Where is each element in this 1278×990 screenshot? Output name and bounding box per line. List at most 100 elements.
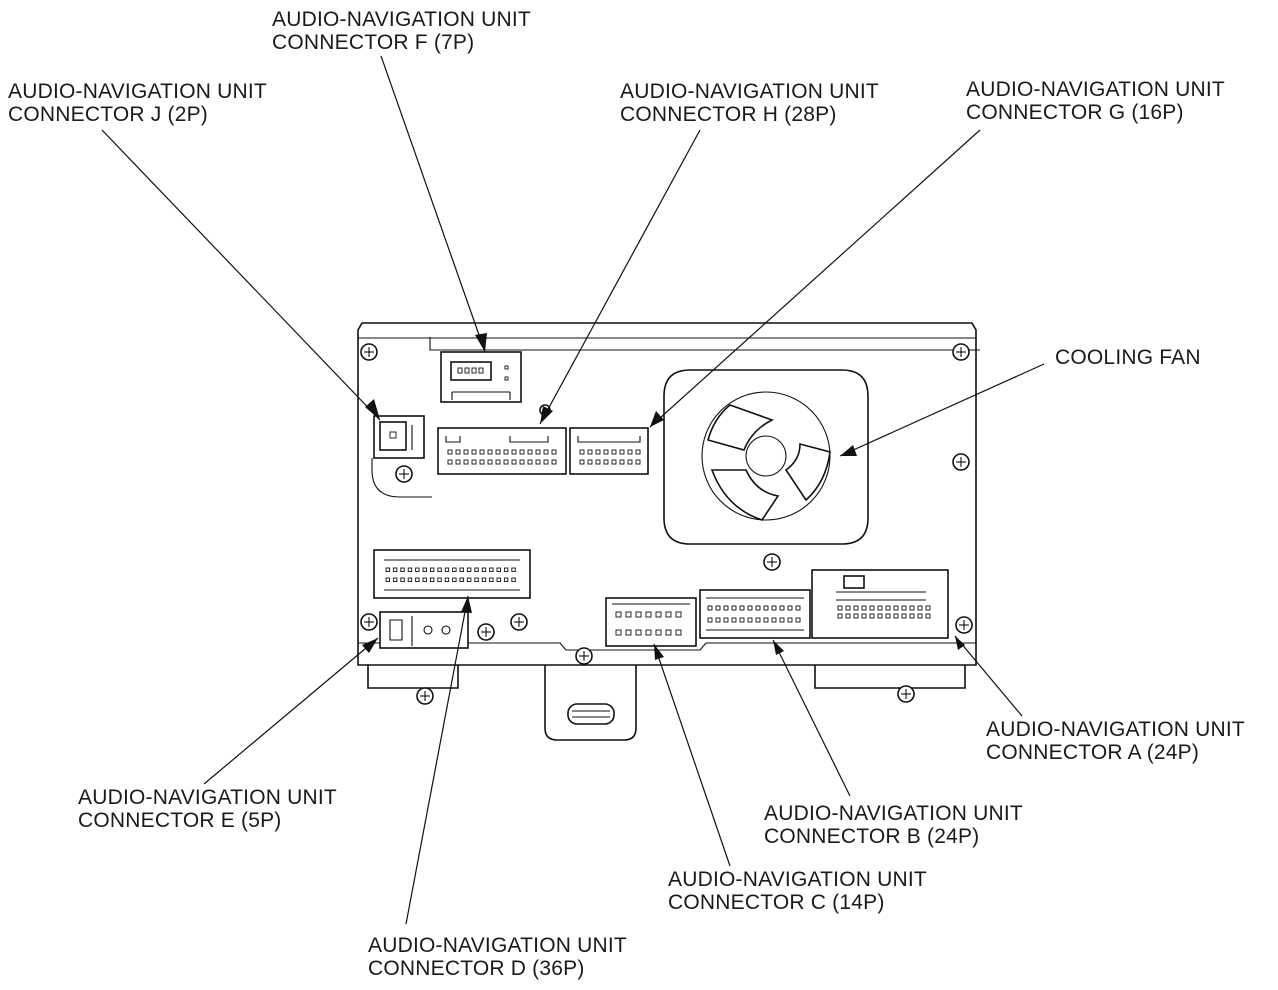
connector-pin: [885, 613, 891, 619]
connector-pin: [619, 449, 625, 455]
connector-pin: [463, 449, 469, 455]
screw-icon: [477, 623, 495, 641]
connector-pin: [422, 577, 427, 582]
label-connector-b-line2: CONNECTOR B (24P): [764, 825, 980, 848]
arrowhead-icon: [840, 445, 857, 456]
arrowhead-icon: [540, 406, 553, 424]
connector-pin: [543, 459, 549, 465]
connector-pin: [474, 567, 479, 572]
connector-pin: [495, 459, 501, 465]
connector-pin: [429, 567, 435, 572]
connector-pin: [496, 577, 501, 582]
connector-pin: [551, 459, 557, 465]
connector-pin: [466, 577, 472, 582]
connector-pin: [665, 611, 672, 618]
leader-line-b: [772, 639, 851, 797]
label-cooling-fan-text: COOLING FAN: [1055, 346, 1201, 369]
leader-line-j: [101, 129, 381, 421]
connector-pin: [845, 605, 851, 611]
leader-lines: [101, 55, 1045, 925]
label-connector-h-line2: CONNECTOR H (28P): [620, 103, 837, 126]
connector-pin: [845, 613, 851, 619]
connector-pin: [479, 449, 485, 455]
connector-pin: [625, 629, 632, 636]
connector-pin: [474, 577, 479, 582]
connector-a: [811, 569, 949, 639]
arrowhead-icon: [475, 333, 487, 352]
connector-e: [379, 611, 469, 649]
label-connector-h: AUDIO-NAVIGATION UNIT CONNECTOR H (28P): [620, 80, 879, 126]
connector-pin: [535, 449, 541, 455]
connector-pin: [837, 605, 843, 611]
connector-pin: [619, 459, 625, 465]
label-connector-a: AUDIO-NAVIGATION UNIT CONNECTOR A (24P): [986, 718, 1245, 764]
connector-pin: [459, 567, 464, 572]
connector-pin: [535, 459, 541, 465]
connector-pin: [893, 605, 899, 611]
label-connector-g-line1: AUDIO-NAVIGATION UNIT: [966, 78, 1225, 101]
connector-pin: [447, 449, 453, 455]
connector-pin: [459, 577, 464, 582]
connector-pin: [771, 605, 777, 611]
leader-line-cooling-fan: [839, 363, 1045, 457]
connector-pin: [487, 449, 493, 455]
connector-pin: [392, 577, 398, 582]
connector-b: [699, 589, 811, 639]
connector-pin: [763, 617, 769, 623]
connector-pin: [707, 617, 713, 623]
connector-pin: [731, 605, 737, 611]
label-connector-d: AUDIO-NAVIGATION UNIT CONNECTOR D (36P): [368, 934, 627, 980]
connector-pin: [511, 459, 517, 465]
leader-line-d: [405, 595, 469, 925]
connector-pin: [837, 613, 843, 619]
connector-pin: [511, 577, 516, 582]
connector-pin: [503, 459, 509, 465]
connector-pin: [795, 617, 801, 623]
connector-pin: [471, 449, 477, 455]
connector-pin: [853, 613, 859, 619]
connector-pin: [655, 611, 662, 618]
connector-pin: [595, 449, 601, 455]
connector-pin: [452, 567, 457, 572]
connector-pin: [771, 617, 777, 623]
connector-pin: [723, 605, 729, 611]
leader-line-e: [203, 637, 379, 785]
connector-f: [440, 351, 522, 403]
connector-pin: [635, 449, 641, 455]
arrowhead-icon: [461, 596, 472, 613]
arrowheads: [362, 333, 965, 660]
arrowhead-icon: [362, 638, 378, 653]
connector-pin: [779, 617, 785, 623]
label-connector-a-line1: AUDIO-NAVIGATION UNIT: [986, 718, 1245, 741]
arrowhead-icon: [955, 636, 965, 650]
connector-pin: [481, 567, 487, 572]
connector-pin: [615, 629, 622, 636]
connector-pin: [787, 605, 793, 611]
label-connector-b-line1: AUDIO-NAVIGATION UNIT: [764, 802, 1023, 825]
connector-pin: [795, 605, 801, 611]
connector-pin: [853, 605, 859, 611]
label-connector-b: AUDIO-NAVIGATION UNIT CONNECTOR B (24P): [764, 802, 1023, 848]
connector-pin: [487, 459, 493, 465]
connector-pin: [415, 567, 420, 572]
label-connector-a-line2: CONNECTOR A (24P): [986, 741, 1200, 764]
connector-pin: [925, 605, 931, 611]
label-connector-g: AUDIO-NAVIGATION UNIT CONNECTOR G (16P): [966, 78, 1225, 124]
connector-pin: [627, 459, 633, 465]
label-cooling-fan: COOLING FAN: [1055, 346, 1201, 369]
connector-pin: [917, 613, 923, 619]
connector-pin: [437, 567, 442, 572]
screw-icon: [416, 687, 434, 705]
connector-pin: [489, 577, 494, 582]
arrowhead-icon: [365, 399, 380, 420]
connector-pin: [503, 567, 509, 572]
connector-pin: [861, 605, 867, 611]
connector-d: [373, 549, 531, 599]
connector-pin: [739, 605, 745, 611]
connector-pin: [551, 449, 557, 455]
connector-pin: [645, 629, 652, 636]
arrowhead-icon: [773, 640, 784, 655]
cooling-fan: [663, 369, 869, 545]
